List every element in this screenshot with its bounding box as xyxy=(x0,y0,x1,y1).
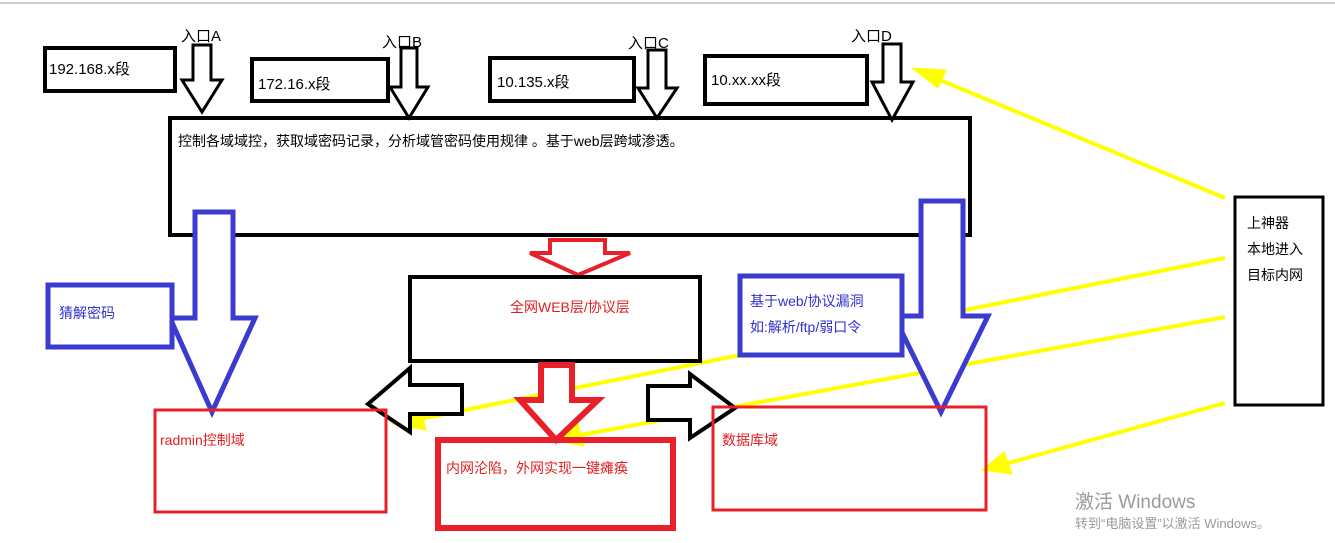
crack-box xyxy=(45,282,175,350)
subnet-box-d xyxy=(703,54,869,106)
tool-box xyxy=(1233,195,1325,407)
subnet-label-c: 10.135.x段 xyxy=(497,74,570,91)
subnet-label-a: 192.168.x段 xyxy=(49,61,130,78)
vuln-line-1: 基于web/协议漏洞 xyxy=(750,293,864,309)
entry-arrow-c xyxy=(635,48,680,121)
entry-label-d: 入口D xyxy=(851,28,892,45)
subnet-label-b: 172.16.x段 xyxy=(258,76,331,93)
subnet-box-b xyxy=(250,57,390,103)
entry-arrows xyxy=(179,42,916,124)
web-layer-text: 全网WEB层/协议层 xyxy=(510,299,630,315)
entry-arrow-a xyxy=(179,43,225,115)
subnet-label-d: 10.xx.xx段 xyxy=(711,72,782,89)
crack-arrow xyxy=(166,209,259,419)
activation-watermark-title: 激活 Windows xyxy=(1075,492,1196,513)
yellow-arrow-head-database xyxy=(980,451,1013,475)
main-down-arrow xyxy=(529,238,631,278)
vuln-arrow xyxy=(889,198,993,418)
web-layer-box xyxy=(408,275,702,363)
entry-arrow-d xyxy=(869,42,916,124)
database-text: 数据库域 xyxy=(722,432,778,448)
entry-label-b: 入口B xyxy=(382,34,423,51)
vuln-box xyxy=(737,273,905,358)
tool-line-1: 上神器 xyxy=(1247,215,1289,231)
crack-box-text: 猜解密码 xyxy=(59,305,115,321)
activation-watermark-subtitle: 转到“电脑设置”以激活 Windows。 xyxy=(1075,516,1271,531)
yellow-arrows xyxy=(390,67,1226,475)
tool-line-3: 目标内网 xyxy=(1247,267,1303,283)
intranet-text: 内网沦陷，外网实现一键瘫痪 xyxy=(446,460,628,476)
entry-arrow-b xyxy=(387,46,431,121)
subnet-box-a xyxy=(43,46,177,93)
radmin-text: radmin控制域 xyxy=(160,432,245,448)
database-box xyxy=(711,405,988,512)
main-box xyxy=(168,116,972,237)
radmin-box xyxy=(153,408,388,514)
entry-label-a: 入口A xyxy=(181,28,222,45)
subnet-box-c xyxy=(488,56,636,103)
tool-line-2: 本地进入 xyxy=(1247,241,1303,257)
left-arrow xyxy=(364,363,464,436)
web-down-arrow xyxy=(513,362,606,445)
yellow-arrow-to-entry-d xyxy=(934,76,1226,200)
entry-label-c: 入口C xyxy=(628,35,669,52)
yellow-arrow-head-d xyxy=(910,67,947,89)
vuln-line-2: 如:解析/ftp/弱口令 xyxy=(750,319,862,335)
yellow-arrow-to-database xyxy=(1004,401,1226,466)
main-box-text: 控制各域域控，获取域密码记录，分析域管密码使用规律 。基于web层跨域渗透。 xyxy=(178,133,684,149)
intranet-box xyxy=(435,437,676,531)
